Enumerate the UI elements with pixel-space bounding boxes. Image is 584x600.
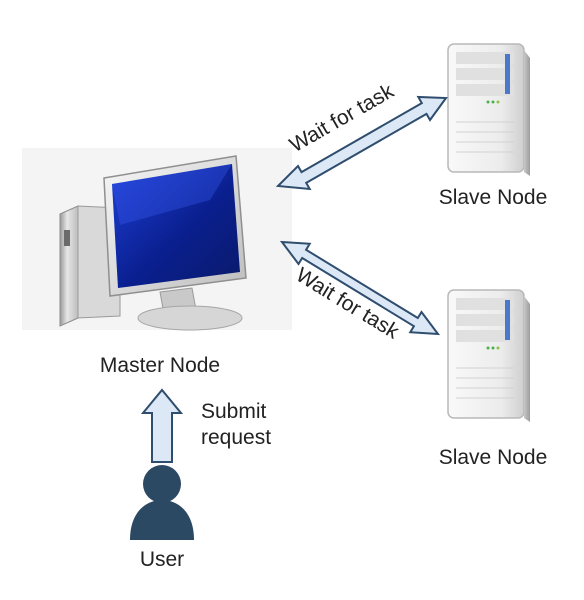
top-arrow-label: Wait for task: [286, 79, 398, 157]
slave-server-top-icon: [447, 43, 530, 176]
user-icon: [130, 465, 194, 540]
submit-label-line2: request: [201, 426, 272, 449]
double-arrow-bottom: [279, 240, 441, 336]
user-label: User: [139, 548, 185, 571]
double-arrow-top: [275, 95, 448, 191]
master-node-label: Master Node: [99, 354, 221, 377]
master-computer-icon: [22, 148, 292, 331]
slave-node-bottom-label: Slave Node: [438, 446, 548, 469]
slave-node-top-label: Slave Node: [438, 186, 548, 209]
submit-label-line1: Submit: [201, 400, 267, 423]
slave-server-bottom-icon: [447, 289, 530, 422]
submit-arrow: [140, 388, 184, 463]
